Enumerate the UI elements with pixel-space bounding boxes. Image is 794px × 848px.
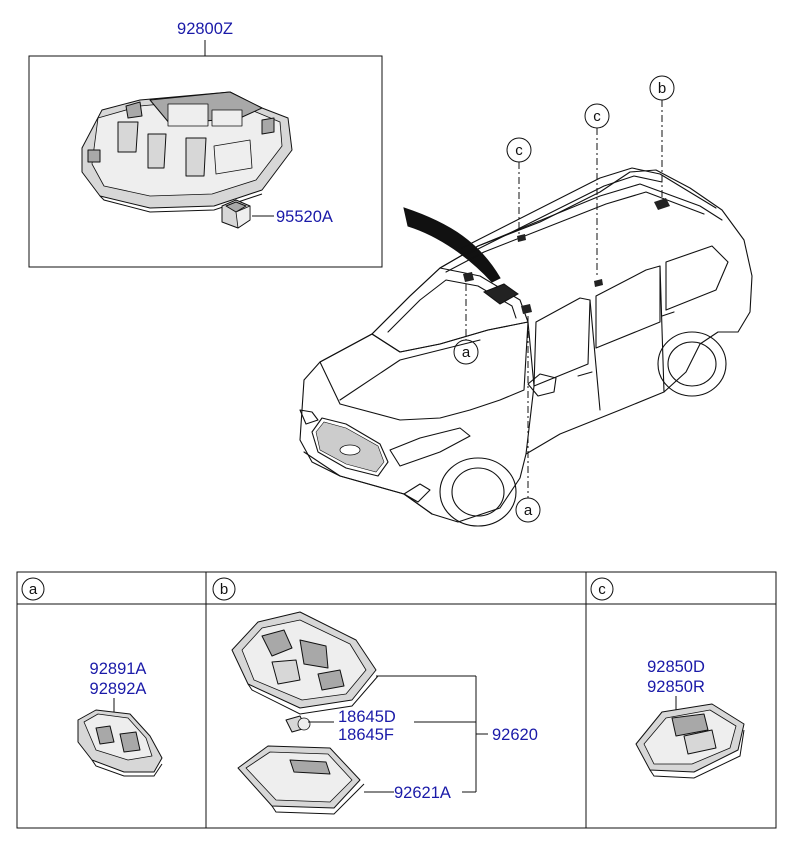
cell-c: 92850D 92850R (635, 658, 745, 779)
cell-b: 18645D 18645F 92620 92621A (231, 611, 538, 815)
switch-illustration (221, 199, 251, 229)
callout-label: a (462, 344, 471, 361)
callout-b[interactable]: b (649, 75, 675, 101)
callout-label: c (515, 142, 523, 159)
overhead-console-group: 92800Z 95520A (28, 20, 383, 268)
table-header-a: a (21, 577, 45, 601)
callout-c-left[interactable]: c (506, 137, 532, 163)
overhead-console-illustration (81, 91, 293, 213)
room-lamp-illustration (231, 611, 379, 715)
part-number-18645F[interactable]: 18645F (338, 726, 394, 744)
table-header-b: b (212, 577, 236, 601)
part-number-92621A[interactable]: 92621A (394, 784, 451, 802)
header-label: a (29, 581, 38, 598)
part-number-92891A[interactable]: 92891A (90, 660, 147, 678)
parts-table: a b c (16, 571, 777, 829)
callout-label: c (593, 108, 601, 125)
part-number-92620[interactable]: 92620 (492, 726, 538, 744)
bulb-illustration (285, 715, 311, 733)
callout-label: a (524, 502, 533, 519)
part-number-92850D[interactable]: 92850D (647, 658, 705, 676)
callout-c-right[interactable]: c (584, 103, 610, 129)
lamp-c-illustration (635, 703, 745, 779)
lamp-a-illustration (77, 709, 163, 777)
callout-a-lower[interactable]: a (515, 497, 541, 523)
part-number-92892A[interactable]: 92892A (90, 680, 147, 698)
part-number-92850R[interactable]: 92850R (647, 678, 705, 696)
callout-label: b (658, 80, 666, 97)
overhead-console-frame (28, 55, 383, 268)
part-number-92800Z[interactable]: 92800Z (177, 20, 233, 38)
header-label: b (220, 581, 228, 598)
part-number-18645D[interactable]: 18645D (338, 708, 396, 726)
vehicle-illustration (299, 167, 753, 527)
cell-a: 92891A 92892A (77, 660, 163, 777)
header-label: c (598, 581, 606, 598)
lens-illustration (237, 745, 365, 815)
callout-a-upper[interactable]: a (453, 339, 479, 365)
table-header-c: c (590, 577, 614, 601)
part-number-95520A[interactable]: 95520A (276, 208, 333, 226)
